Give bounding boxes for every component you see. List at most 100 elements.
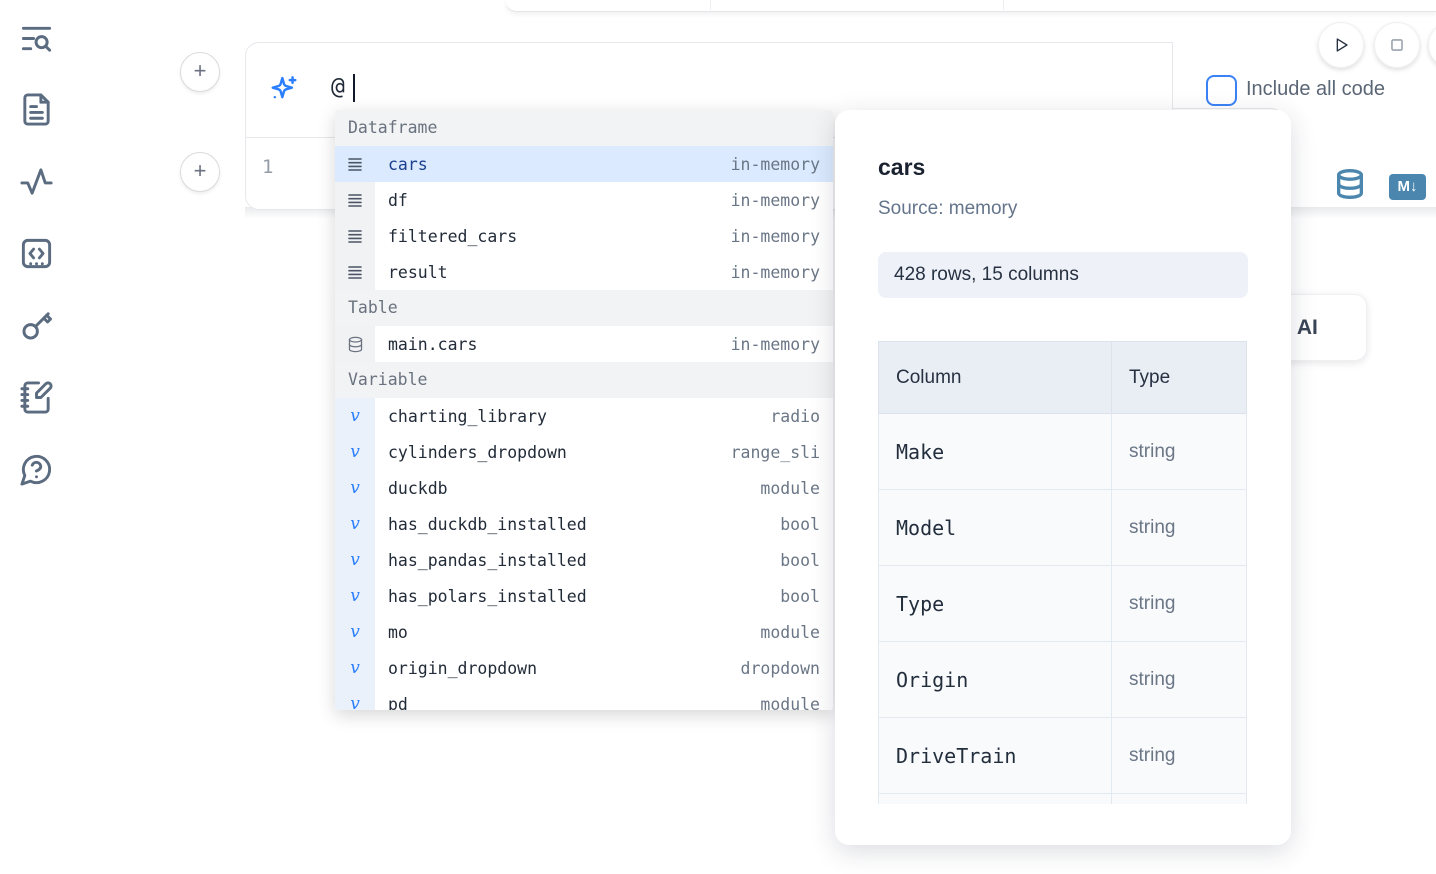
item-type: in-memory (730, 226, 820, 246)
key-icon[interactable] (19, 308, 54, 343)
column-type: string (1111, 413, 1247, 490)
divider (710, 0, 711, 10)
shape-badge: 428 rows, 15 columns (878, 252, 1248, 298)
help-chat-icon[interactable] (19, 452, 54, 487)
table-row: Origin string (878, 641, 1247, 718)
section-header-table: Table (335, 290, 833, 326)
variable-icon: v (335, 686, 375, 710)
autocomplete-item-cylinders-dropdown[interactable]: v cylinders_dropdown range_sli (335, 434, 833, 470)
line-number: 1 (262, 156, 274, 178)
autocomplete-item-duckdb[interactable]: v duckdb module (335, 470, 833, 506)
autocomplete-item-main-cars[interactable]: main.cars in-memory (335, 326, 833, 362)
variable-icon: v (335, 542, 375, 578)
ai-sparkles-icon (268, 74, 298, 104)
item-name: origin_dropdown (388, 658, 538, 678)
play-icon (1336, 38, 1348, 52)
item-name: result (388, 262, 448, 282)
dataframe-preview-panel: cars Source: memory 428 rows, 15 columns… (835, 110, 1291, 845)
variable-icon: v (335, 398, 375, 434)
item-type: in-memory (730, 190, 820, 210)
autocomplete-item-origin-dropdown[interactable]: v origin_dropdown dropdown (335, 650, 833, 686)
item-type: radio (770, 406, 820, 426)
item-name: has_pandas_installed (388, 550, 587, 570)
table-header-row: Column Type (878, 341, 1247, 414)
add-cell-button-bottom[interactable]: + (180, 152, 220, 192)
run-cell-button[interactable] (1318, 22, 1364, 68)
table-row: Model string (878, 489, 1247, 566)
variable-icon: v (335, 470, 375, 506)
column-name: Type (878, 565, 1112, 642)
include-all-code-label: Include all code (1246, 78, 1385, 100)
item-name: cars (388, 154, 428, 174)
column-header: Column (878, 341, 1112, 414)
column-type: string (1111, 717, 1247, 794)
divider (1003, 0, 1004, 10)
autocomplete-item-result[interactable]: result in-memory (335, 254, 833, 290)
item-name: mo (388, 622, 408, 642)
panel-source: Source: memory (878, 198, 1018, 219)
ai-prompt-input[interactable]: @ (331, 74, 345, 100)
type-header: Type (1111, 341, 1247, 414)
item-name: df (388, 190, 408, 210)
item-name: duckdb (388, 478, 448, 498)
stop-icon (1391, 39, 1403, 51)
dataframe-icon (335, 254, 375, 290)
item-name: has_duckdb_installed (388, 514, 587, 534)
include-all-code-checkbox[interactable] (1206, 75, 1237, 106)
autocomplete-item-mo[interactable]: v mo module (335, 614, 833, 650)
column-name: Origin (878, 641, 1112, 718)
markdown-icon[interactable]: M↓ (1389, 174, 1426, 200)
database-icon (335, 326, 375, 362)
table-row: Make string (878, 413, 1247, 490)
dataframe-icon (335, 146, 375, 182)
item-type: module (760, 478, 820, 498)
autocomplete-item-pd[interactable]: v pd module (335, 686, 833, 710)
item-name: charting_library (388, 406, 547, 426)
autocomplete-item-filtered-cars[interactable]: filtered_cars in-memory (335, 218, 833, 254)
autocomplete-item-has-polars-installed[interactable]: v has_polars_installed bool (335, 578, 833, 614)
dataframe-icon (335, 182, 375, 218)
column-name: DriveTrain (878, 717, 1112, 794)
add-cell-button-top[interactable]: + (180, 52, 220, 92)
file-document-icon[interactable] (19, 92, 54, 127)
autocomplete-item-has-pandas-installed[interactable]: v has_pandas_installed bool (335, 542, 833, 578)
text-cursor (353, 74, 355, 102)
item-type: bool (780, 514, 820, 534)
schema-table: Column Type Make string Model string Typ… (878, 341, 1247, 804)
stop-button[interactable] (1374, 22, 1420, 68)
column-type: string (1111, 641, 1247, 718)
variable-icon: v (335, 650, 375, 686)
column-name (878, 793, 1112, 804)
variable-icon: v (335, 506, 375, 542)
item-type: in-memory (730, 262, 820, 282)
autocomplete-item-cars[interactable]: cars in-memory (335, 146, 833, 182)
column-name: Make (878, 413, 1112, 490)
extra-action-button[interactable] (1428, 22, 1436, 68)
scratchpad-icon[interactable] (19, 380, 54, 415)
dataframe-icon (335, 218, 375, 254)
database-icon[interactable] (1334, 167, 1366, 201)
item-type: dropdown (740, 658, 820, 678)
autocomplete-item-df[interactable]: df in-memory (335, 182, 833, 218)
schema-table-wrap: Column Type Make string Model string Typ… (878, 341, 1248, 804)
item-type: module (760, 694, 820, 711)
list-search-icon[interactable] (19, 21, 54, 56)
autocomplete-item-has-duckdb-installed[interactable]: v has_duckdb_installed bool (335, 506, 833, 542)
autocomplete-item-charting-library[interactable]: v charting_library radio (335, 398, 833, 434)
item-name: cylinders_dropdown (388, 442, 567, 462)
autocomplete-popup: Dataframe cars in-memory df in-memory fi… (335, 110, 833, 710)
activity-icon[interactable] (19, 164, 54, 199)
item-type: bool (780, 550, 820, 570)
table-row: DriveTrain string (878, 717, 1247, 794)
variable-icon: v (335, 434, 375, 470)
item-type: module (760, 622, 820, 642)
item-type: bool (780, 586, 820, 606)
column-name: Model (878, 489, 1112, 566)
item-name: pd (388, 694, 408, 711)
table-row-partial (878, 793, 1247, 804)
code-snippets-icon[interactable] (19, 236, 54, 271)
variable-icon: v (335, 614, 375, 650)
panel-title: cars (878, 154, 926, 180)
column-type: string (1111, 489, 1247, 566)
